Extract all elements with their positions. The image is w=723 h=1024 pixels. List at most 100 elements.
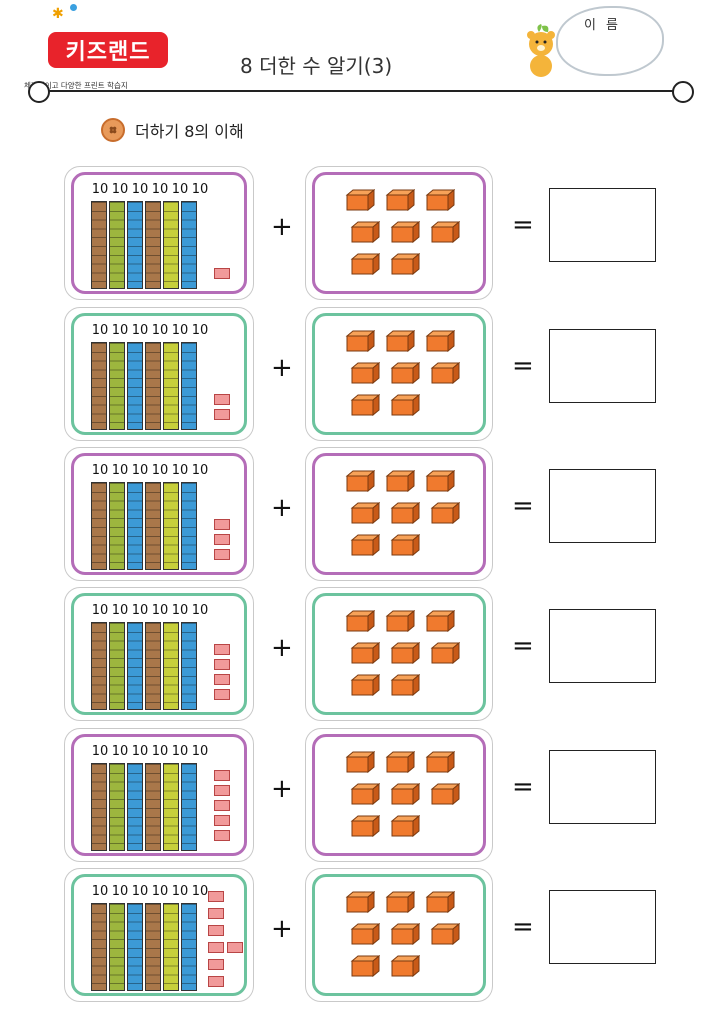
hundred-cube-icon (345, 470, 375, 492)
ten-label: 10 (151, 463, 169, 478)
card-border (312, 593, 486, 715)
name-label: 이름 (584, 18, 628, 33)
ten-label: 10 (111, 463, 129, 478)
cube-grid (345, 330, 465, 430)
ten-label: 10 (151, 323, 169, 338)
ten-label: 10 (111, 603, 129, 618)
ten-label: 10 (171, 884, 189, 899)
hundred-cube-icon (430, 502, 460, 524)
ten-rod (145, 201, 161, 289)
ten-rod (109, 903, 125, 991)
card-border (312, 874, 486, 996)
answer-box[interactable] (549, 890, 656, 964)
hundred-cube-icon (430, 783, 460, 805)
equals-sign: = (512, 631, 534, 661)
ten-rod (127, 622, 143, 710)
ten-label: 10 (171, 182, 189, 197)
page-title: 8 더한 수 알기(3) (240, 54, 393, 78)
plus-sign: + (271, 633, 293, 663)
ten-rods (91, 763, 197, 851)
hundred-cube-icon (350, 253, 380, 275)
ten-label: 10 (191, 884, 209, 899)
cube-grid (345, 891, 465, 991)
ten-label: 10 (191, 182, 209, 197)
logo-text: 키즈랜드 (48, 32, 168, 68)
hundred-cube-icon (385, 189, 415, 211)
hundred-cube-icon (390, 534, 420, 556)
card-border (312, 453, 486, 575)
ten-rods (91, 342, 197, 430)
hundred-cube-icon (385, 330, 415, 352)
ten-rod (145, 763, 161, 851)
one-unit (214, 549, 230, 560)
section-title: 더하기 8의 이해 (135, 122, 244, 141)
answer-box[interactable] (549, 750, 656, 824)
answer-box[interactable] (549, 329, 656, 403)
ten-label: 10 (131, 182, 149, 197)
plus-sign: + (271, 212, 293, 242)
hundred-cube-icon (390, 502, 420, 524)
ten-rod (163, 763, 179, 851)
ten-rod (127, 903, 143, 991)
answer-box[interactable] (549, 609, 656, 683)
ones-units (214, 644, 230, 700)
one-unit (214, 674, 230, 685)
ten-rod (145, 482, 161, 570)
hundred-cube-icon (390, 253, 420, 275)
hundred-cube-icon (425, 891, 455, 913)
hundred-cube-icon (425, 610, 455, 632)
hundred-cube-icon (390, 221, 420, 243)
ten-label: 10 (91, 884, 109, 899)
one-unit (208, 925, 224, 936)
one-unit (214, 268, 230, 279)
one-unit (214, 770, 230, 781)
hundred-cube-icon (345, 610, 375, 632)
hundred-cube-icon (430, 923, 460, 945)
hundred-cube-icon (350, 783, 380, 805)
one-unit-row (208, 976, 243, 987)
one-unit (208, 976, 224, 987)
ten-label: 10 (191, 603, 209, 618)
one-unit (227, 942, 243, 953)
ten-label: 10 (131, 744, 149, 759)
hundred-cube-icon (350, 362, 380, 384)
cube-card (305, 166, 493, 300)
ten-rod (145, 622, 161, 710)
hundred-cube-icon (345, 189, 375, 211)
header-rule (38, 90, 684, 92)
hundred-cube-icon (430, 362, 460, 384)
one-unit-row (208, 925, 243, 936)
rule-end-right (672, 81, 694, 103)
one-unit (214, 394, 230, 405)
ones-units (208, 891, 243, 987)
card-border (312, 734, 486, 856)
ten-rod (163, 201, 179, 289)
cube-card (305, 587, 493, 721)
one-unit (214, 659, 230, 670)
equals-sign: = (512, 210, 534, 240)
ones-units (214, 268, 230, 279)
ten-rod (91, 342, 107, 430)
answer-box[interactable] (549, 469, 656, 543)
ten-label: 10 (91, 603, 109, 618)
hundred-cube-icon (390, 783, 420, 805)
ten-rod (145, 342, 161, 430)
sparkle-icon: ✱ (52, 6, 64, 22)
one-unit (214, 815, 230, 826)
card-border (312, 313, 486, 435)
hundred-cube-icon (390, 674, 420, 696)
ten-label: 10 (191, 323, 209, 338)
answer-box[interactable] (549, 188, 656, 262)
hundred-cube-icon (345, 751, 375, 773)
ten-rod (91, 763, 107, 851)
ten-rod (181, 342, 197, 430)
hundred-cube-icon (390, 362, 420, 384)
